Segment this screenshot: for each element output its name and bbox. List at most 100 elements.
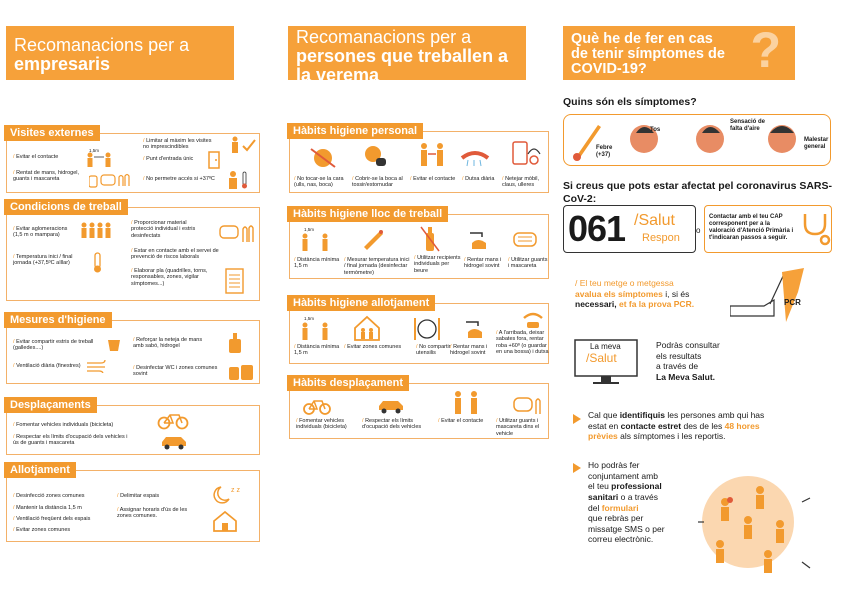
door-icon — [208, 151, 220, 169]
symptom-tos: Tos — [650, 127, 661, 133]
monitor-icon — [574, 339, 638, 384]
people-distance-icon — [302, 322, 328, 340]
item-no-compartir: / No compartir utensilis — [416, 344, 451, 357]
panel-desplacaments: Desplaçaments / Fomentar vehicles indivi… — [4, 397, 260, 455]
hand-wash-icon — [470, 232, 486, 249]
panel-title: Hàbits desplaçament — [287, 375, 410, 391]
item-distancia: / Distància mínima 1,5 m — [294, 344, 340, 357]
item-evitar-zones: / Evitar zones comunes — [344, 344, 402, 350]
panel-title: Hàbits higiene allotjament — [287, 295, 436, 311]
cough-face-icon — [630, 125, 658, 153]
salut-label: /Salut — [634, 212, 675, 229]
item-limits-ocupacio: / Respectar els límits d'ocupació dels v… — [13, 434, 128, 447]
distance-label: 1,5m — [304, 316, 315, 321]
item-cobrir-boca: / Cobrir-se la boca al tossir/estornudar — [352, 176, 403, 189]
distance-label: 1,5m — [89, 148, 100, 153]
item-ventilacio: / Ventilació diària (finestres) — [13, 363, 81, 369]
item-temperatura: / Mesurar temperatura inici / final jorn… — [344, 257, 410, 276]
panel-title: Hàbits higiene personal — [287, 123, 424, 139]
people-distance-icon — [87, 152, 111, 167]
item-elaborar-pla: / Elaborar pla (quadrilles, torns, respo… — [131, 268, 208, 287]
gloves-mask-icon — [513, 232, 537, 247]
gloves-mask-icon — [513, 397, 541, 414]
item-compartir-estris: / Evitar compartir estris de treball (ga… — [13, 339, 94, 352]
people-distance-icon — [302, 233, 328, 251]
pcr-text: / El teu metge o metgessa avalua els sím… — [575, 278, 695, 310]
item-desinfeccio: / Desinfecció zones comunes — [13, 493, 85, 499]
cough-icon — [365, 146, 386, 166]
respon-label: Respon — [642, 232, 680, 244]
crowd-icon — [81, 222, 111, 238]
bicycle-icon — [303, 400, 331, 415]
panel-title: Desplaçaments — [4, 397, 97, 413]
car-icon — [162, 437, 186, 450]
item-evitar-contacte: / Evitar el contacte — [438, 418, 484, 424]
item-vehicles-individuals: / Fomentar vehicles individuals (bicicle… — [296, 418, 347, 431]
thermometer-icon — [573, 125, 601, 161]
header-line1: Què he de fer en cas — [571, 31, 713, 47]
plate-cutlery-icon — [414, 318, 440, 340]
panel-061: 061 /Salut Respon — [563, 205, 696, 253]
item-distancia: / Distància mínima 1,5 m — [294, 257, 340, 270]
item-evitar-contacte: / Evitar el contacte — [410, 176, 456, 182]
panel-higiene-allotjament: Hàbits higiene allotjament 1,5m / Distàn… — [287, 295, 549, 364]
header-empresaris: Recomanacions per a empresaris — [6, 26, 234, 80]
item-ventilacio-espais: / Ventilació freqüent dels espais — [13, 516, 91, 522]
item-rentat: / Rentat de mans, hidrogel, guants i mas… — [13, 170, 80, 183]
cap-text: Contactar amb el teu CAP corresponent pe… — [709, 214, 794, 241]
meva-label: La meva — [590, 342, 621, 351]
hygiene-kit-icon — [89, 173, 130, 188]
item-no-tocar-cara: / No tocar-se la cara (ulls, nas, boca) — [294, 176, 344, 189]
panel-allotjament: Allotjament / Desinfecció zones comunes … — [4, 462, 260, 542]
pcr-label: PCR — [784, 298, 801, 307]
item-guants-vehicle: / Utilitzar guants i mascareta dins el v… — [496, 418, 540, 437]
item-limitar: / Limitar al màxim les visites no impres… — [143, 138, 212, 151]
item-vehicles-individuals: / Fomentar vehicles individuals (bicicle… — [13, 422, 114, 428]
item-horaris: / Assignar horaris d'ús de les zones com… — [117, 507, 188, 520]
shoes-shower-icon — [523, 312, 543, 328]
arrow-bullet-icon — [573, 414, 581, 424]
phone-number: 061 — [568, 208, 626, 249]
panel-title: Hàbits higiene lloc de treball — [287, 206, 449, 222]
item-material: / Proporcionar material protecció indivi… — [131, 220, 196, 239]
item-evitar-contacte: / Evitar el contacte — [13, 154, 59, 160]
bottle-icon — [420, 226, 440, 252]
panel-condicions-treball: Condicions de treball / Evitar aglomerac… — [4, 199, 260, 301]
item-no-acces: / No permetre accés si +37ºC — [143, 176, 215, 182]
panel-cap: Contactar amb el teu CAP corresponent pe… — [704, 205, 832, 253]
pcr-test-icon — [730, 268, 804, 322]
header-line2: de tenir símptomes de — [571, 46, 725, 63]
breath-face-icon — [696, 125, 724, 153]
item-limits: / Respectar els límits d'ocupació dels v… — [362, 418, 422, 431]
item-delimitar: / Delimitar espais — [117, 493, 160, 499]
header-line2: persones que treballen a la verema — [296, 45, 509, 85]
item-guants-mascareta: / Utilitzar guants i mascareta — [508, 257, 548, 270]
hand-wash-icon — [466, 321, 482, 338]
symptom-falta-aire: Sensació de falta d'aire — [730, 119, 766, 132]
face-touch-icon — [310, 148, 336, 168]
panel-desplacament: Hàbits desplaçament / Fomentar vehicles … — [287, 375, 549, 439]
header-line1: Recomanacions per a — [296, 27, 472, 47]
gloves-mask-icon — [219, 225, 254, 242]
item-neteja-mans: / Reforçar la neteja de mans amb sabó, h… — [133, 337, 203, 350]
bucket-icon — [108, 340, 120, 351]
item-rentar-mans: / Rentar mans i hidrogel sovint — [464, 257, 502, 270]
item-rentar-mans: / Rentar mans i hidrogel sovint — [450, 344, 488, 357]
item-temperatura: / Temperatura inici / final jornada (+37… — [13, 254, 73, 267]
no-contact-icon — [421, 143, 443, 166]
arrow-bullet-icon — [573, 463, 581, 473]
svg-text:z z: z z — [231, 487, 240, 494]
house-icon — [213, 510, 237, 532]
phone-keys-icon — [512, 141, 541, 165]
header-line2: empresaris — [14, 53, 111, 74]
item-servei-prevencio: / Estar en contacte amb el servei de pre… — [131, 248, 219, 261]
identify-text: Cal que identifiquis les persones amb qu… — [588, 410, 765, 442]
item-evitar-zones: / Evitar zones comunes — [13, 527, 71, 533]
person-check-icon — [232, 136, 256, 153]
panel-higiene-lloc-treball: Hàbits higiene lloc de treball 1,5m / Di… — [287, 206, 549, 279]
item-arribada: / A l'arribada, deixar sabates fora, ren… — [496, 330, 549, 355]
symptom-malestar: Malestar general — [804, 137, 829, 150]
panel-title: Condicions de treball — [4, 199, 128, 215]
bicycle-icon — [157, 414, 189, 430]
